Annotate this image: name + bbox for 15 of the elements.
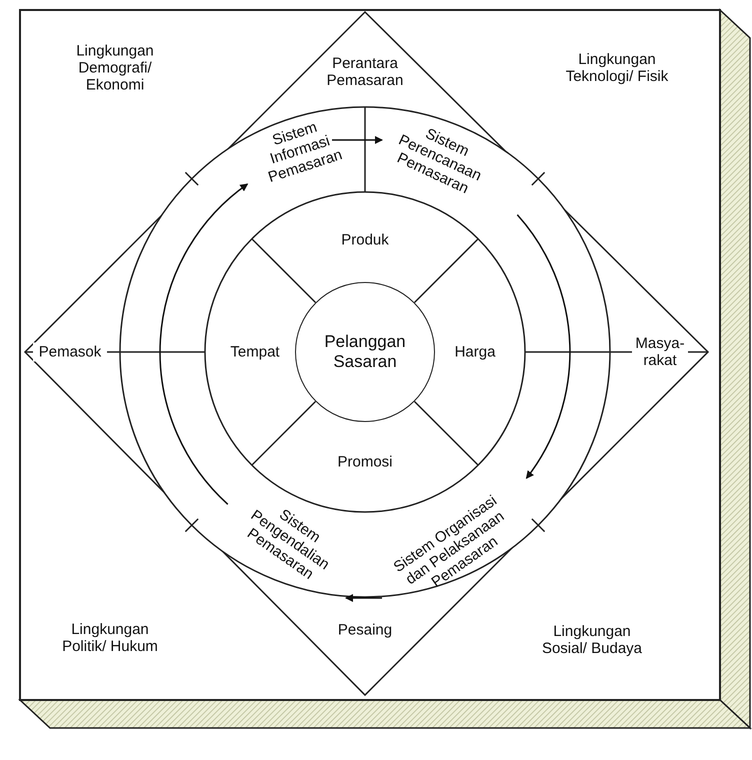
segment-label: Promosi <box>325 454 405 470</box>
arrow <box>332 136 383 144</box>
arrow <box>345 594 382 602</box>
segment-label: Tempat <box>220 344 290 360</box>
arrow <box>516 214 571 480</box>
segment-label: Pemasok <box>33 342 107 362</box>
segment-label: Produk <box>325 232 405 248</box>
segment-label: Harga <box>445 344 505 360</box>
segment-label: Pesaing <box>325 622 405 638</box>
arrow <box>160 183 248 505</box>
environment-label: Lingkungan Teknologi/ Fisik <box>564 51 670 85</box>
segment-label: Perantara Pemasaran <box>315 55 415 89</box>
environment-label: Lingkungan Demografi/ Ekonomi <box>75 42 155 94</box>
environment-label: Lingkungan Politik/ Hukum <box>61 621 159 655</box>
environment-label: Lingkungan Sosial/ Budaya <box>540 623 644 657</box>
